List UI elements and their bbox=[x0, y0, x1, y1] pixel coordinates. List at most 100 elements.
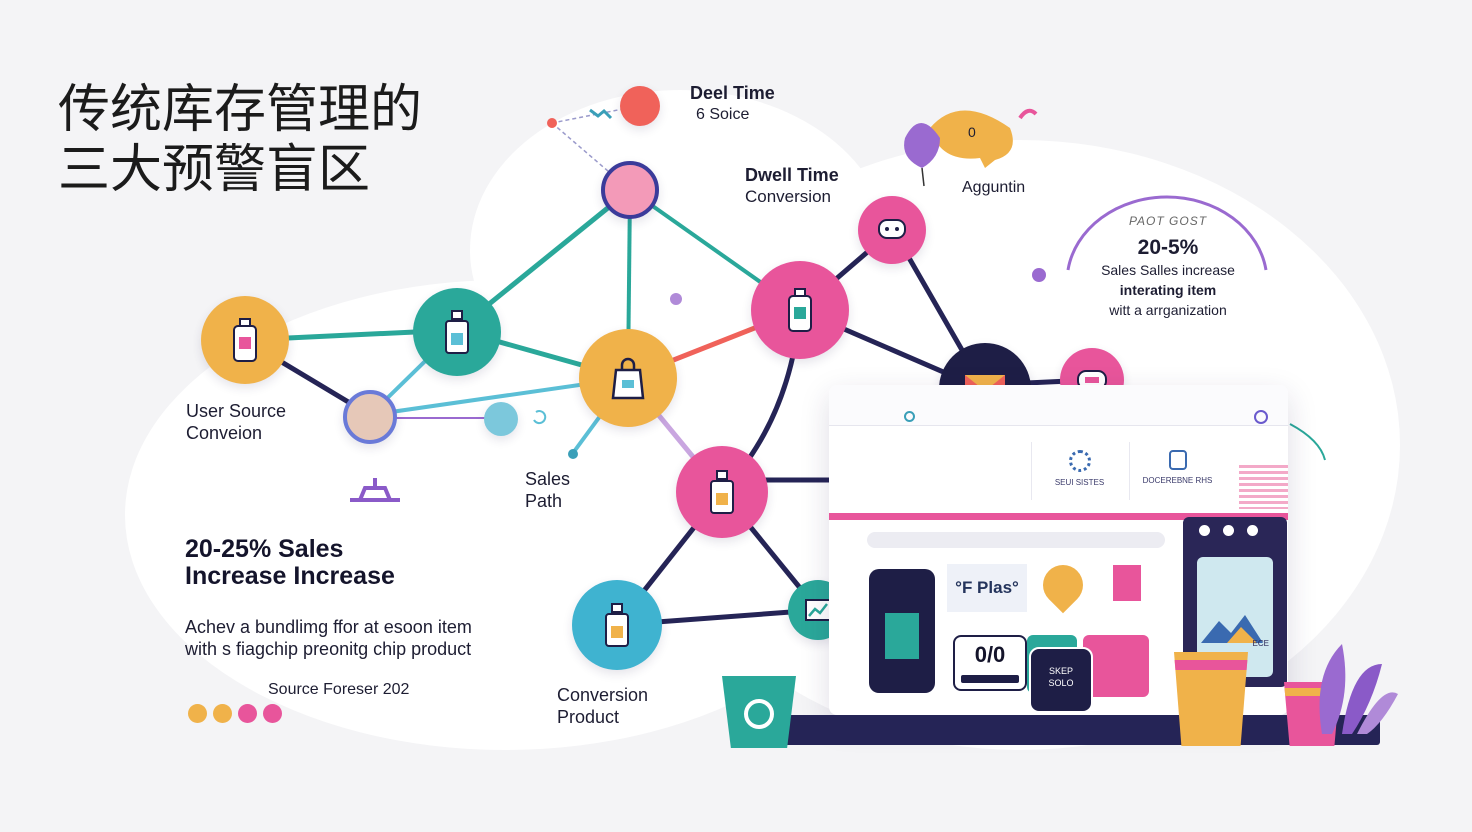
price-card: 0/0 bbox=[953, 635, 1027, 691]
price-value: 0/0 bbox=[974, 642, 1006, 667]
cup-pink-band bbox=[1284, 688, 1340, 696]
deco-curve-right bbox=[1289, 423, 1326, 461]
deco-dot-blue bbox=[568, 449, 578, 459]
stats-title-line1: 20-25% Sales bbox=[185, 535, 344, 563]
chart-icon bbox=[805, 599, 831, 621]
pagination-dots bbox=[188, 704, 282, 723]
panel-dot-1 bbox=[1199, 525, 1210, 536]
sale-badge-text: SKEP SOLO bbox=[1031, 665, 1091, 689]
stats-card: 20-25% Sales Increase Increase Achev a b… bbox=[185, 536, 525, 660]
building-icon bbox=[1168, 450, 1187, 470]
cup-orange-band bbox=[1174, 660, 1248, 670]
stats-desc-line2: with s fiagchip preonitg chip product bbox=[185, 639, 472, 659]
search-icon[interactable] bbox=[904, 411, 915, 422]
panel-label: ECE bbox=[1252, 639, 1269, 648]
dot-1 bbox=[188, 704, 207, 723]
label-conversion-product: Conversion Product bbox=[557, 684, 648, 728]
dot-3 bbox=[238, 704, 257, 723]
label-user-source-line1: User Source bbox=[186, 401, 287, 421]
stats-title: 20-25% Sales Increase Increase bbox=[185, 536, 525, 590]
label-dwell-line2: Conversion bbox=[745, 187, 831, 206]
pink-tag-icon bbox=[1113, 565, 1141, 601]
browser-pink-stripes bbox=[1239, 465, 1288, 509]
cup-orange bbox=[1174, 652, 1248, 746]
recycle-bin-teal bbox=[722, 676, 796, 748]
right-stats-card: PAOT GOST 20-5% Sales Salles increase in… bbox=[1072, 214, 1264, 320]
chat-icon bbox=[878, 219, 906, 239]
settings-icon[interactable] bbox=[1254, 410, 1268, 424]
node-gradient-ring bbox=[343, 390, 397, 444]
node-pink-low bbox=[676, 446, 768, 538]
sale-badge: SKEP SOLO bbox=[1029, 647, 1093, 713]
bottle-icon bbox=[605, 603, 629, 647]
label-sales-path-line2: Path bbox=[525, 491, 563, 511]
speech-bubble-shape bbox=[930, 110, 1013, 168]
jar-icon bbox=[710, 470, 734, 514]
coral-sprout bbox=[1018, 108, 1038, 120]
title-line-1: 传统库存管理的 bbox=[58, 80, 423, 140]
browser-search-bar[interactable] bbox=[867, 532, 1165, 548]
browser-toolbar bbox=[829, 385, 1288, 426]
node-pink-small bbox=[858, 196, 926, 264]
right-card-line1: Sales Salles increase bbox=[1101, 262, 1235, 278]
label-conversion-line1: Conversion bbox=[557, 685, 649, 705]
dot-4 bbox=[263, 704, 282, 723]
label-dwell-line1: Dwell Time bbox=[745, 165, 839, 185]
jar-icon bbox=[445, 310, 469, 354]
label-user-source-line2: Conveion bbox=[186, 423, 263, 443]
node-bag-orange bbox=[579, 329, 677, 427]
label-deel-time-line2: 6 Soice bbox=[696, 106, 750, 123]
plant-leaves-icon bbox=[1319, 644, 1398, 734]
label-argument: Agguntin bbox=[962, 179, 1026, 196]
label-dwell-time: Dwell Time Conversion bbox=[745, 164, 839, 208]
browser-tile-1[interactable]: SEUI SISTES bbox=[1031, 442, 1127, 500]
deco-dot-purple-1 bbox=[670, 293, 682, 305]
label-deel-time: Deel Time 6 Soice bbox=[690, 82, 775, 126]
product-box-pink bbox=[1083, 635, 1149, 697]
phone-icon bbox=[1077, 370, 1107, 390]
stats-title-line2: Increase Increase bbox=[185, 562, 395, 590]
sale-line1: SKEP bbox=[1048, 666, 1073, 676]
right-card-line2: interating item bbox=[1119, 282, 1217, 298]
browser-tile-2[interactable]: DOCEREBNE RHS bbox=[1129, 442, 1225, 500]
speech-bubble-text: 0 bbox=[968, 124, 976, 140]
deco-dot-purple-2 bbox=[1032, 268, 1046, 282]
panel-dot-2 bbox=[1223, 525, 1234, 536]
browser-tile-1-label: SEUI SISTES bbox=[1054, 478, 1105, 487]
dot-2 bbox=[213, 704, 232, 723]
stand-icon bbox=[350, 478, 400, 502]
sale-line2: SOLO bbox=[1048, 678, 1074, 688]
title-line-2: 三大预警盲区 bbox=[58, 140, 371, 200]
source-note: Source Foreser 202 bbox=[268, 681, 410, 698]
right-card-arc bbox=[1066, 195, 1268, 271]
product-bottle-navy bbox=[869, 569, 935, 693]
right-card-line3: witt a arrganization bbox=[1109, 302, 1227, 318]
node-bottle-orange bbox=[201, 296, 289, 384]
mountain-chart-icon bbox=[1201, 615, 1263, 643]
brand-label: °F Plas° bbox=[947, 564, 1027, 612]
product-bottle-label bbox=[885, 613, 919, 659]
browser-pink-divider bbox=[829, 513, 1288, 520]
node-blue-conversion bbox=[572, 580, 662, 670]
recycle-icon bbox=[744, 699, 774, 729]
bag-icon bbox=[611, 357, 645, 400]
gear-icon bbox=[1068, 450, 1091, 472]
browser-window: SEUI SISTES DOCEREBNE RHS °F Plas° 0/0 S… bbox=[829, 385, 1288, 715]
label-sales-path: Sales Path bbox=[525, 468, 570, 512]
node-pink-large bbox=[751, 261, 849, 359]
deco-ring-small bbox=[533, 410, 547, 425]
stats-description: Achev a bundlimg ffor at esoon item with… bbox=[185, 616, 525, 660]
label-conversion-line2: Product bbox=[557, 707, 620, 727]
bottle-icon bbox=[233, 318, 257, 362]
price-bar bbox=[961, 675, 1019, 683]
node-jar-teal bbox=[413, 288, 501, 376]
bottle-icon bbox=[788, 288, 812, 332]
right-card-caption: PAOT GOST bbox=[1128, 214, 1208, 228]
panel-dot-3 bbox=[1247, 525, 1258, 536]
label-sales-path-line1: Sales bbox=[525, 469, 571, 489]
label-user-source: User Source Conveion bbox=[186, 400, 286, 444]
stats-desc-line1: Achev a bundlimg ffor at esoon item bbox=[185, 617, 472, 637]
browser-base bbox=[780, 715, 1380, 745]
deco-scribble-top bbox=[589, 108, 613, 120]
right-card-percentage: 20-5% bbox=[1137, 236, 1199, 259]
